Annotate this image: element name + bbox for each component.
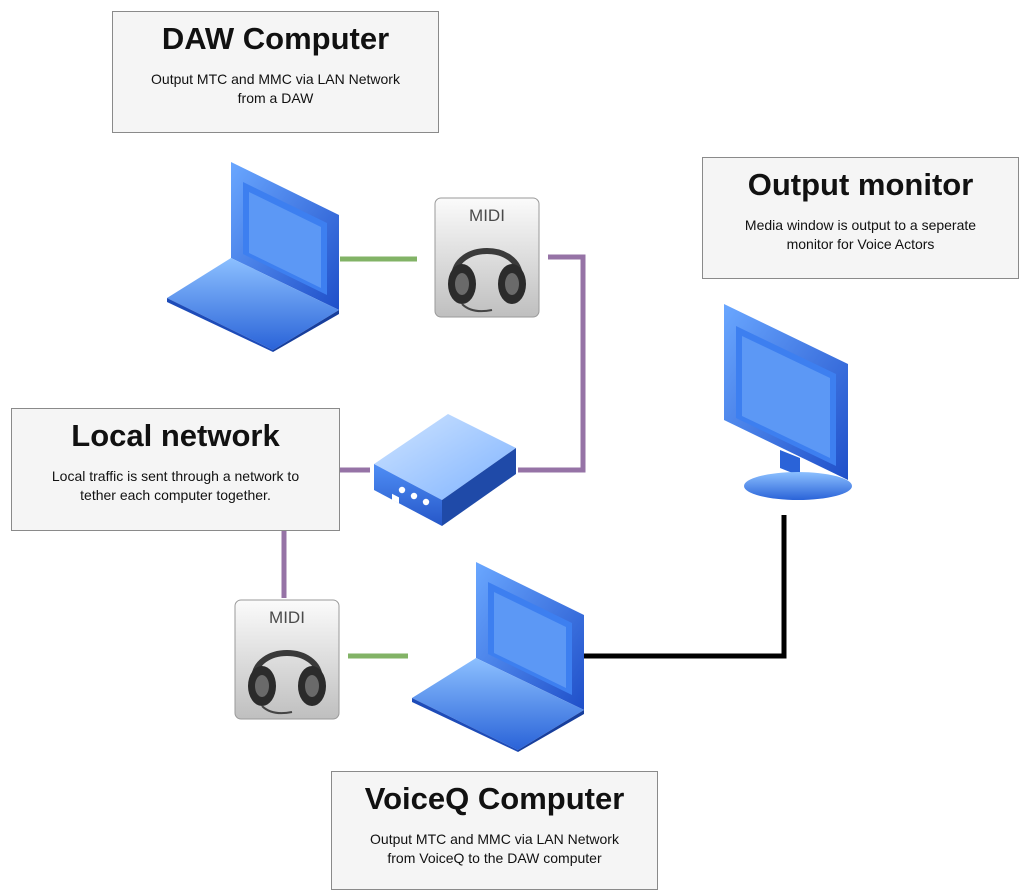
- voiceq-monitor-link: [584, 515, 787, 659]
- output-monitor-box: Output monitor Media window is output to…: [702, 157, 1019, 279]
- daw-computer-title: DAW Computer: [161, 21, 390, 56]
- midi-label: MIDI: [269, 608, 305, 627]
- output-monitor-title: Output monitor: [747, 167, 974, 202]
- voiceq-computer-description: Output MTC and MMC via LAN Network from …: [370, 831, 619, 867]
- laptop-icon: [412, 562, 584, 752]
- midi-switch-link: [518, 254, 586, 473]
- local-network-title: Local network: [71, 418, 280, 453]
- daw-computer-description: Output MTC and MMC via LAN Network from …: [151, 71, 400, 107]
- voiceq-computer-box: VoiceQ Computer Output MTC and MMC via L…: [331, 771, 658, 890]
- midi-headphones-icon: MIDI: [234, 599, 340, 720]
- midi-label: MIDI: [469, 206, 505, 225]
- network-switch-icon: [374, 414, 516, 526]
- voiceq-computer-title: VoiceQ Computer: [364, 781, 625, 816]
- local-network-description: Local traffic is sent through a network …: [51, 468, 300, 504]
- local-network-box: Local network Local traffic is sent thro…: [11, 408, 340, 531]
- output-monitor-description: Media window is output to a seperate mon…: [744, 217, 977, 253]
- laptop-icon: [167, 162, 339, 352]
- monitor-icon: [724, 304, 852, 500]
- daw-computer-box: DAW Computer Output MTC and MMC via LAN …: [112, 11, 439, 133]
- midi-headphones-icon: MIDI: [434, 197, 540, 318]
